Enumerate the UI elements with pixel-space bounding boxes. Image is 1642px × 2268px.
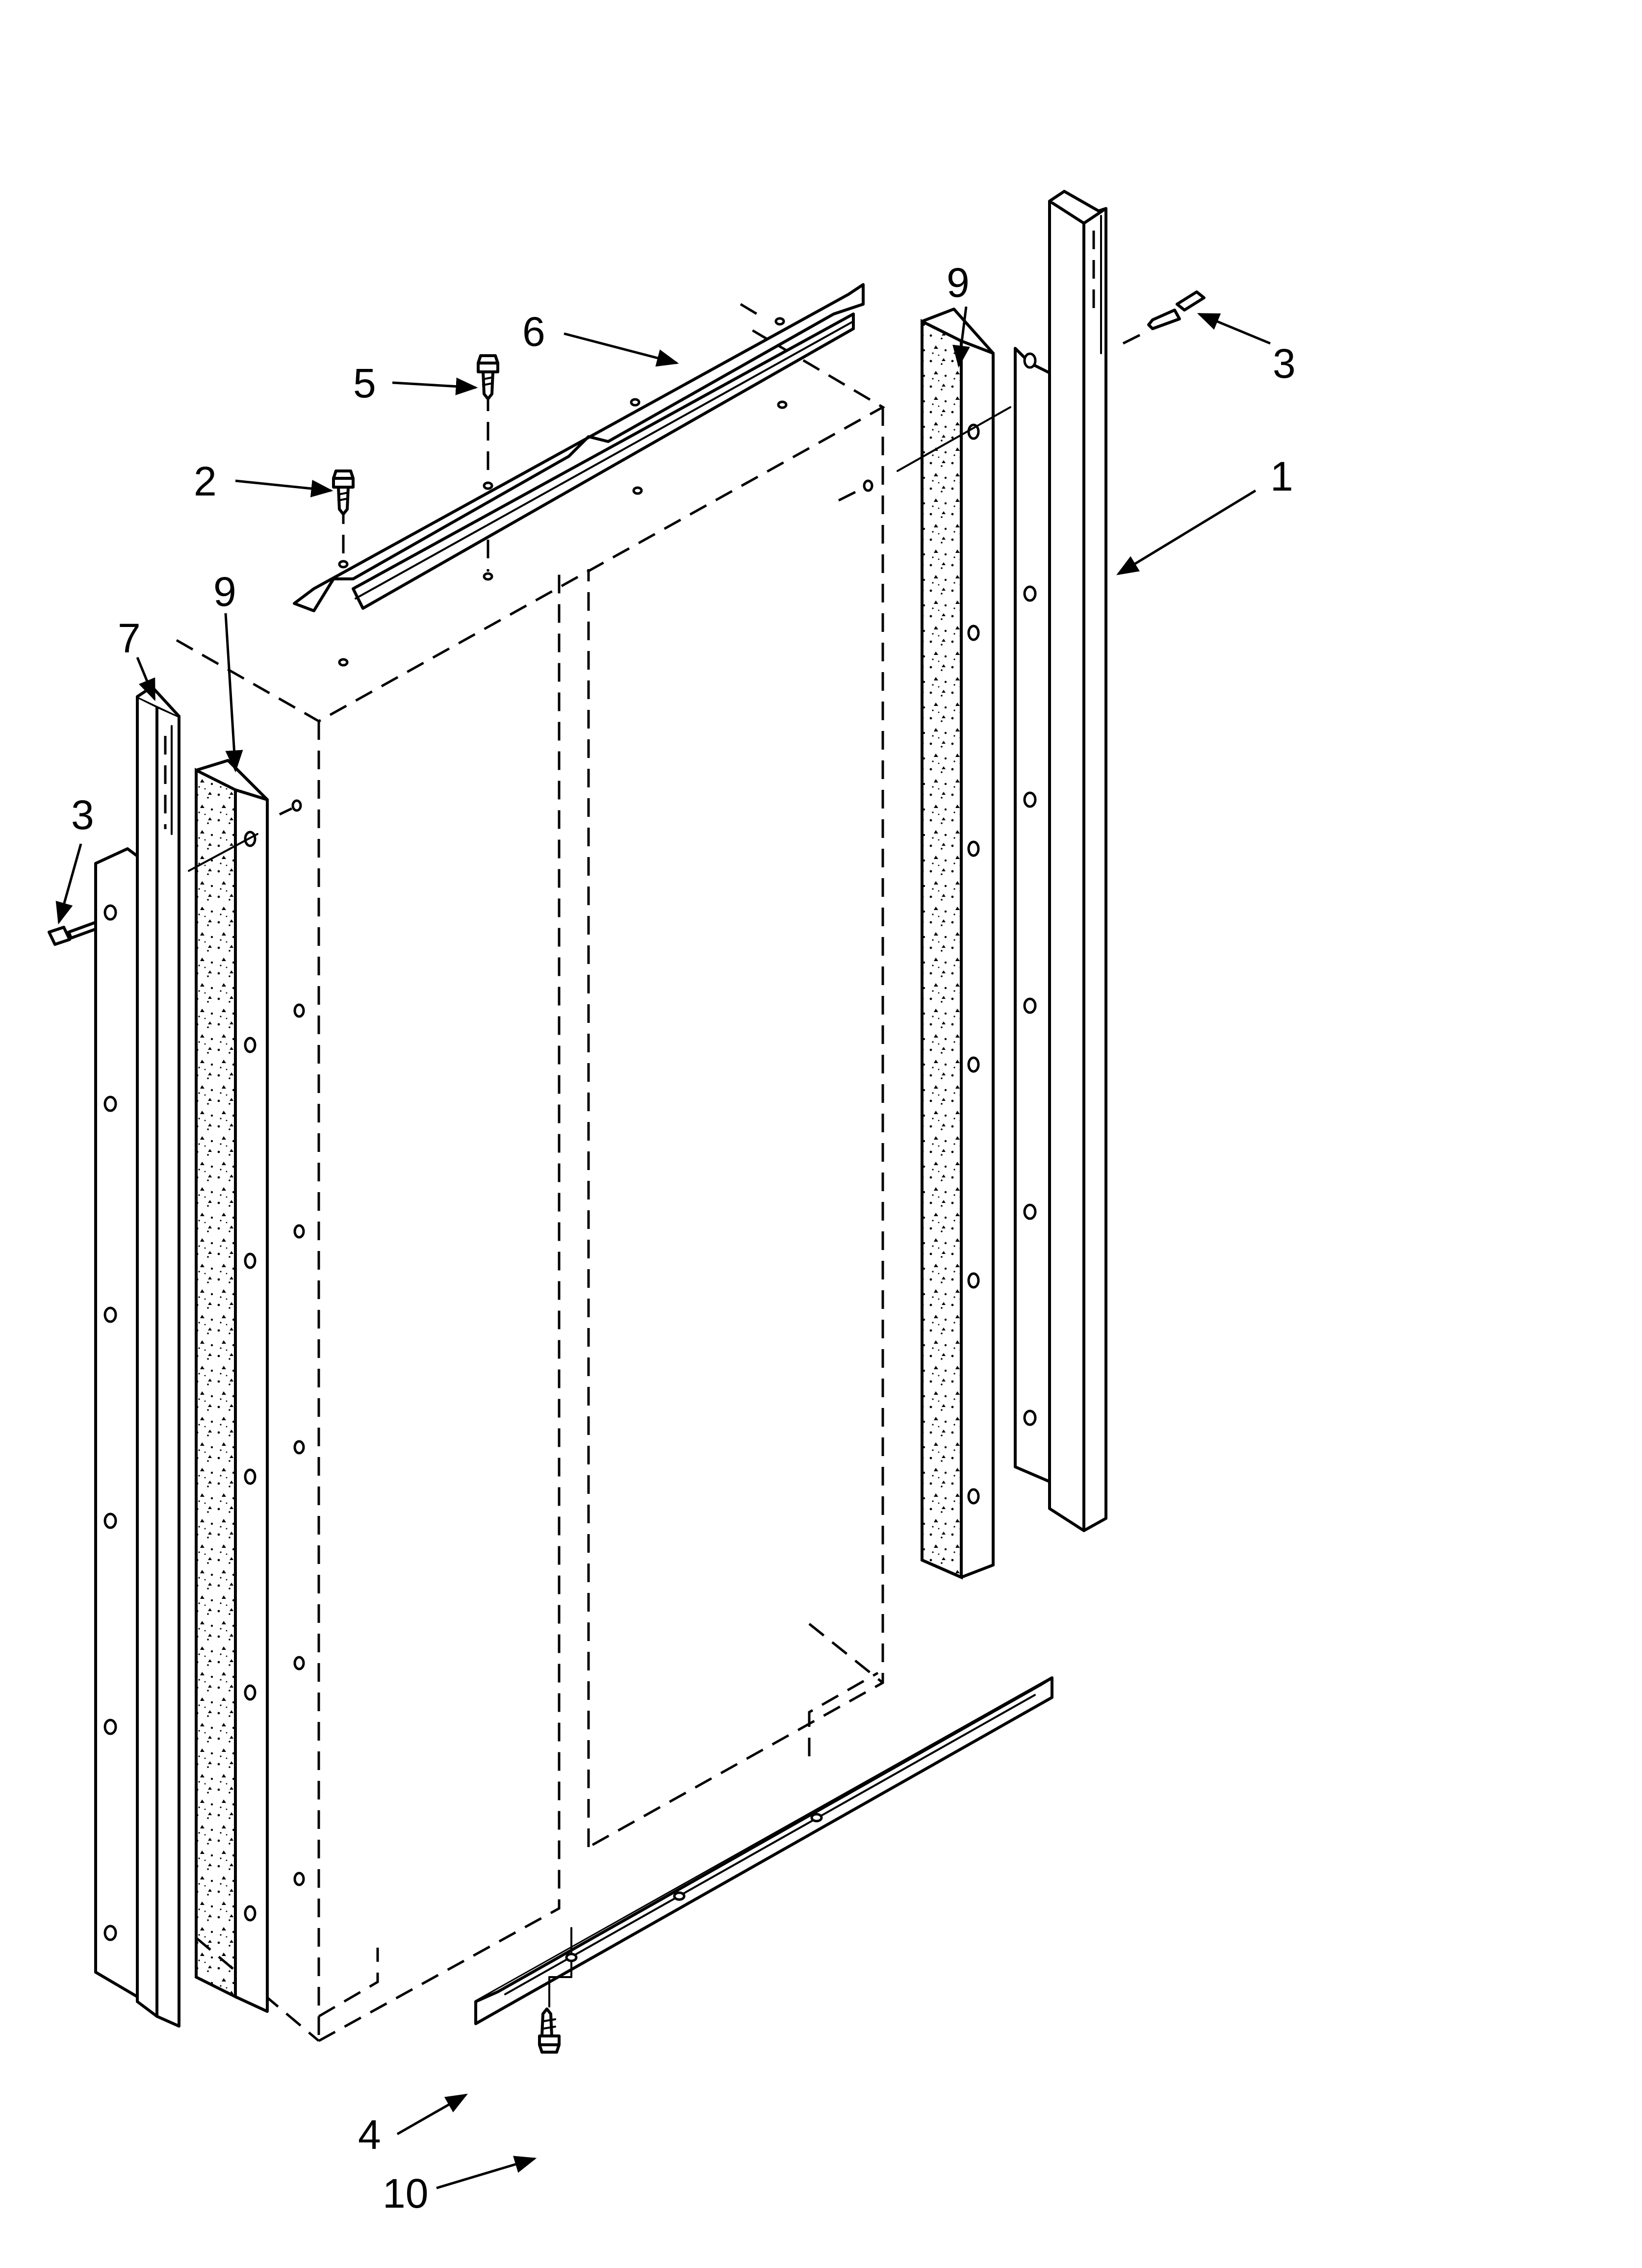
callout-6: 6 <box>522 309 545 355</box>
callout-9-right: 9 <box>947 260 970 306</box>
screw-5 <box>477 354 499 400</box>
callout-10: 10 <box>383 2170 428 2216</box>
left-angle-trim <box>136 685 180 2028</box>
right-foam-strip <box>838 308 1011 1580</box>
cabinet-outline <box>176 303 886 2042</box>
callout-3-right: 3 <box>1273 340 1296 387</box>
right-angle-trim <box>1048 190 1107 1532</box>
callout-labels: 1 2 3 3 4 5 6 7 9 9 10 <box>71 260 1296 2216</box>
top-trim-bracket <box>293 283 865 667</box>
leader-lines <box>55 306 1271 2190</box>
callout-9-left: 9 <box>213 569 236 615</box>
screw-10 <box>538 2007 561 2054</box>
callout-7: 7 <box>118 615 141 661</box>
screw-3-right <box>1122 290 1206 345</box>
right-mounting-strip <box>1014 347 1051 1483</box>
left-mounting-strip <box>94 847 139 1998</box>
callout-4: 4 <box>358 2112 381 2158</box>
callout-5: 5 <box>353 360 376 406</box>
screw-2 <box>332 469 355 516</box>
callout-3-left: 3 <box>71 792 94 838</box>
callout-2: 2 <box>194 458 217 504</box>
callout-1: 1 <box>1270 453 1293 499</box>
left-foam-strip <box>188 759 305 2013</box>
bottom-trim <box>474 1676 1053 2025</box>
